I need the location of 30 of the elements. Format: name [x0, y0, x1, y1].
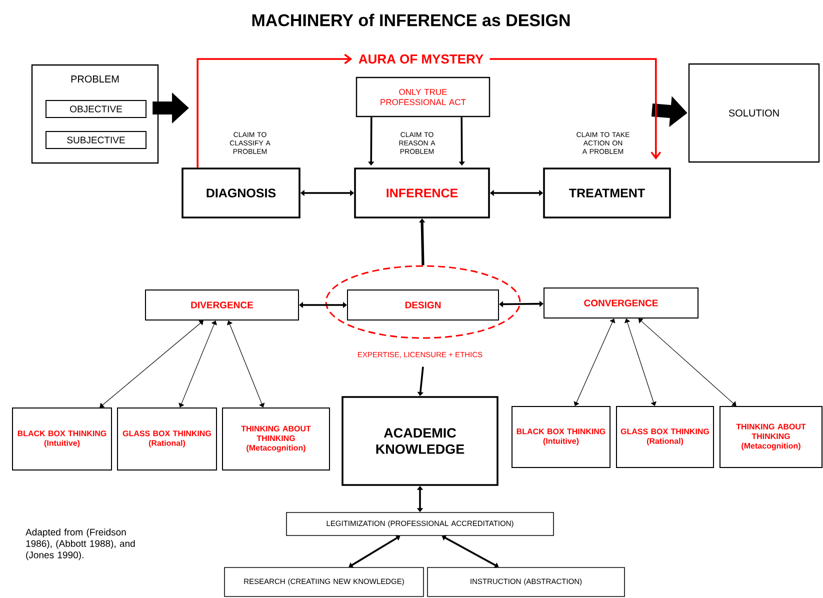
heading-text: AURA OF MYSTERY — [358, 54, 484, 64]
title: MACHINERY of INFERENCE as DESIGN — [252, 14, 570, 26]
arrow — [299, 302, 347, 308]
arrow — [624, 318, 656, 406]
arrow — [490, 58, 662, 160]
option-box: OBJECTIVE — [46, 100, 146, 118]
thinking-box: THINKING ABOUT THINKING (Metacognition) — [720, 406, 822, 468]
act-box: ONLY TRUE PROFESSIONAL ACT — [356, 76, 490, 118]
arrow — [499, 300, 544, 308]
concept-box: CONVERGENCE — [544, 288, 698, 318]
arrow — [442, 535, 499, 568]
arrow — [574, 318, 616, 406]
thinking-box: BLACK BOX THINKING (Intuitive) — [512, 406, 610, 468]
thinking-box: THINKING ABOUT THINKING (Metacognition) — [222, 408, 330, 470]
arrow — [226, 320, 265, 408]
concept-box: DESIGN — [347, 290, 499, 320]
thinking-box: BLACK BOX THINKING (Intuitive) — [12, 408, 112, 470]
arrow — [178, 320, 217, 408]
arrow — [196, 54, 352, 168]
thinking-box: GLASS BOX THINKING (Rational) — [616, 406, 714, 468]
knowledge-box: ACADEMIC KNOWLEDGE — [342, 396, 498, 486]
thinking-box: GLASS BOX THINKING (Rational) — [117, 408, 217, 470]
source-note: Adapted from (Freidson 1986), (Abbott 1988), and (Jones 1990). — [26, 528, 135, 560]
arrow — [348, 535, 400, 568]
arrow — [638, 318, 736, 406]
dashed-ellipse — [325, 265, 521, 339]
solution-box: SOLUTION — [688, 63, 820, 163]
option-box: SUBJECTIVE — [46, 131, 146, 149]
arrow — [100, 320, 204, 408]
concept-box: DIVERGENCE — [145, 290, 299, 320]
